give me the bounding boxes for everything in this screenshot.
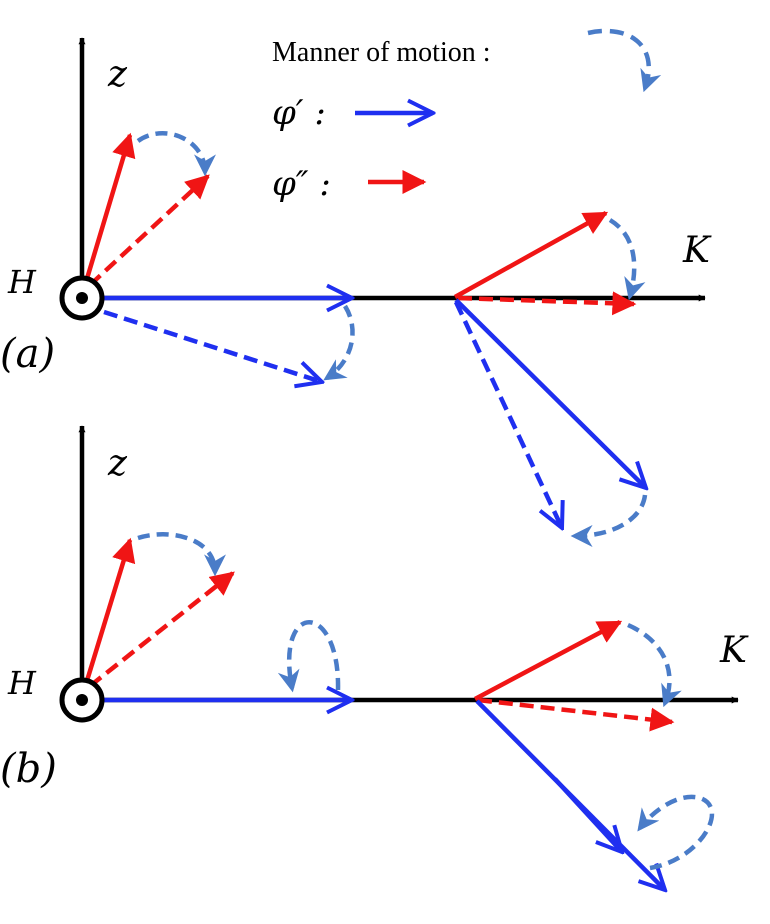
- panel-a-origin-red-dashed-vector: [88, 174, 210, 287]
- legend-motion-label: Manner of motion :: [272, 37, 491, 68]
- panel-b: z K H (b): [0, 425, 749, 890]
- panel-a-k-red-dashed-vector: [457, 291, 637, 316]
- legend-phi-prime-label: φ′ :: [272, 93, 326, 133]
- panel-b-origin-blue-motion-arrow: [277, 620, 341, 693]
- panel-b-z-label: z: [107, 443, 128, 484]
- legend-phi-double-prime-label: φ″ :: [272, 164, 331, 204]
- panel-b-h-field-dot: [76, 694, 88, 706]
- panel-b-origin-red-dashed-vector: [88, 571, 235, 688]
- panel-b-k-blue-short-vector: [553, 777, 622, 852]
- panel-b-k-label: K: [719, 630, 749, 671]
- panel-a-k-blue-dashed-vector: [453, 301, 562, 528]
- panel-b-h-label: H: [7, 664, 37, 702]
- panel-a-k-blue-motion-arrow: [570, 494, 648, 547]
- panel-a-origin-blue-dashed-vector: [103, 309, 322, 382]
- panel-a: z K H (a): [0, 37, 712, 547]
- panel-b-origin-red-motion-arrow: [137, 532, 226, 577]
- legend-motion-swatch: [587, 28, 662, 93]
- panel-a-k-red-solid-vector: [453, 211, 609, 299]
- panel-a-origin-blue-motion-arrow: [323, 304, 355, 381]
- panel-b-k-red-solid-vector: [473, 620, 623, 701]
- panel-a-origin-red-motion-arrow: [136, 131, 216, 177]
- panel-a-origin-red-solid-vector: [83, 132, 136, 283]
- panel-b-k-red-dashed-vector: [477, 697, 675, 732]
- panel-b-k-blue-motion-arrow: [637, 794, 715, 871]
- panel-a-tag: (a): [0, 331, 55, 377]
- legend: Manner of motion : φ′ : φ″ :: [272, 28, 662, 204]
- panel-a-k-red-motion-arrow: [608, 218, 646, 301]
- panel-a-k-label: K: [682, 230, 712, 271]
- panel-b-tag: (b): [0, 746, 57, 792]
- panel-a-h-field-dot: [76, 292, 88, 304]
- panel-a-k-blue-solid-vector: [454, 298, 646, 488]
- panel-b-origin-red-solid-vector: [83, 537, 136, 685]
- panel-b-k-red-motion-arrow: [627, 622, 682, 708]
- panel-a-h-label: H: [7, 263, 37, 301]
- panel-a-z-label: z: [107, 54, 128, 95]
